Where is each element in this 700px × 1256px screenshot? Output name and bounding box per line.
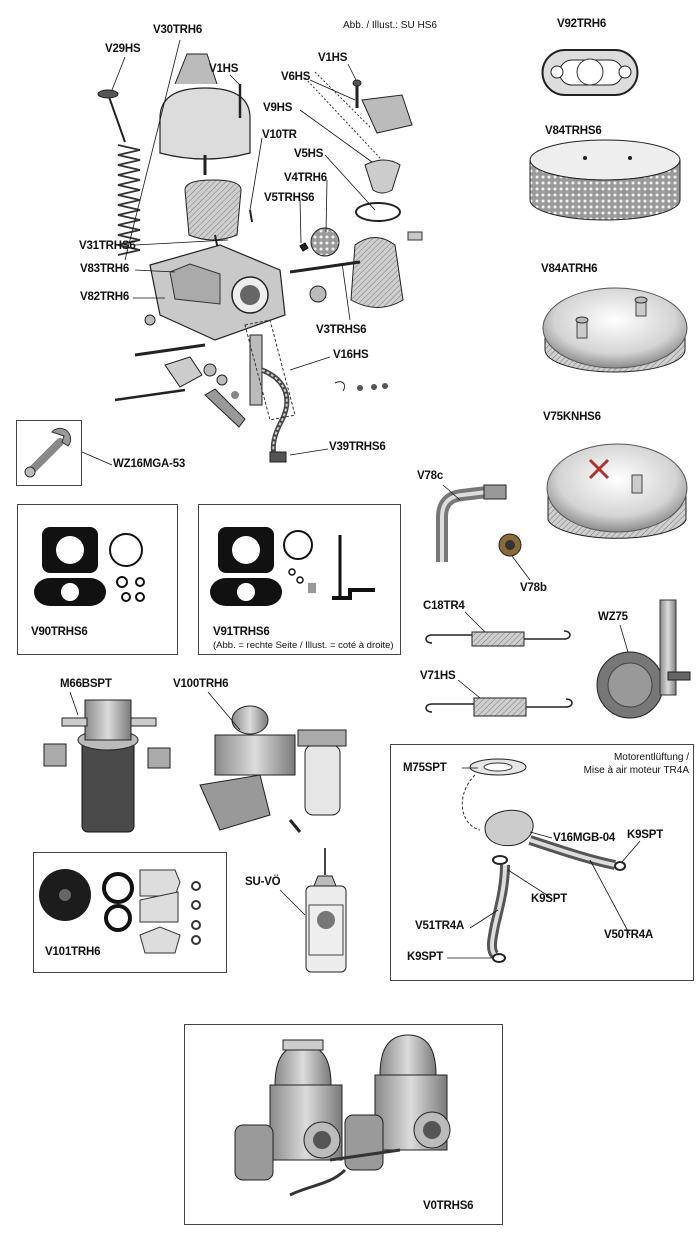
label-V29HS: V29HS xyxy=(105,43,141,55)
label-V1HS-lower: V1HS xyxy=(209,63,239,75)
label-V83TRH6: V83TRH6 xyxy=(80,263,130,275)
gasket-kit-icon xyxy=(34,527,145,606)
label-V84TRHS6: V84TRHS6 xyxy=(545,125,602,137)
spring-icon xyxy=(425,630,571,647)
label-V51TR4A: V51TR4A xyxy=(415,920,465,932)
label-K9SPT-middle: K9SPT xyxy=(531,893,568,905)
wrench-icon xyxy=(24,427,72,478)
label-V0TRHS6: V0TRHS6 xyxy=(423,1200,474,1212)
label-K9SPT-bottom: K9SPT xyxy=(407,951,444,963)
label-V31TRHS6: V31TRHS6 xyxy=(79,240,136,252)
label-V78b: V78b xyxy=(520,582,547,594)
breather-box xyxy=(390,744,694,981)
label-V100TRH6: V100TRH6 xyxy=(173,678,229,690)
diaphragm-kit-icon xyxy=(39,869,201,954)
callout-lines xyxy=(111,39,376,456)
label-V5TRHS6: V5TRHS6 xyxy=(264,192,315,204)
label-V90TRHS6: V90TRHS6 xyxy=(31,626,88,638)
label-V5HS: V5HS xyxy=(294,148,324,160)
gasket-icon xyxy=(541,49,639,96)
hose-elbow-icon xyxy=(436,484,522,562)
label-V9HS: V9HS xyxy=(263,102,293,114)
label-V30TRH6: V30TRH6 xyxy=(153,24,203,36)
label-WZ16MGA-53: WZ16MGA-53 xyxy=(113,458,186,470)
tool-wz75-icon xyxy=(596,599,691,719)
label-V75KNHS6: V75KNHS6 xyxy=(543,411,601,423)
label-SU-VO: SU-VÖ xyxy=(245,876,281,888)
twin-carb-box xyxy=(184,1024,503,1225)
label-V39TRHS6: V39TRHS6 xyxy=(329,441,386,453)
label-V10TR: V10TR xyxy=(262,129,297,141)
label-V101TRH6: V101TRH6 xyxy=(45,946,101,958)
header-caption: Abb. / Illust.: SU HS6 xyxy=(343,20,437,31)
breather-hose-icon xyxy=(461,758,626,963)
label-C18TR4: C18TR4 xyxy=(423,600,465,612)
label-V16MGB-04: V16MGB-04 xyxy=(553,832,616,844)
label-K9SPT-right: K9SPT xyxy=(627,829,664,841)
carburetor-icon xyxy=(234,1034,451,1197)
fuel-pump-m66-icon xyxy=(43,699,171,833)
label-M75SPT: M75SPT xyxy=(403,762,447,774)
label-V4TRH6: V4TRH6 xyxy=(284,172,327,184)
label-V71HS: V71HS xyxy=(420,670,456,682)
label-V91TRHS6: V91TRHS6 xyxy=(213,626,270,638)
label-M66BSPT: M66BSPT xyxy=(60,678,112,690)
label-V6HS: V6HS xyxy=(281,71,311,83)
oil-bottle-icon xyxy=(305,848,347,973)
label-V92TRH6: V92TRH6 xyxy=(557,18,607,30)
breather-caption-1: Motorentlüftung / xyxy=(613,752,689,763)
label-V82TRH6: V82TRH6 xyxy=(80,291,130,303)
fuel-pump-v100-icon xyxy=(199,705,347,833)
gasket-kit-icon xyxy=(210,527,375,606)
label-V84ATRH6: V84ATRH6 xyxy=(541,263,598,275)
air-filter-icon xyxy=(529,139,681,221)
label-V3TRHS6: V3TRHS6 xyxy=(316,324,367,336)
air-filter-chrome-icon xyxy=(542,287,688,373)
label-V1HS-upper: V1HS xyxy=(318,52,348,64)
breather-caption-2: Mise à air moteur TR4A xyxy=(583,765,689,776)
label-V78c: V78c xyxy=(417,470,444,482)
label-V50TR4A: V50TR4A xyxy=(604,929,654,941)
label-V16HS: V16HS xyxy=(333,349,369,361)
label-WZ75: WZ75 xyxy=(598,611,628,623)
v91-note: (Abb. = rechte Seite / Illust. = coté à … xyxy=(213,640,394,651)
spring-icon xyxy=(425,697,573,717)
air-filter-kn-icon xyxy=(546,443,688,539)
carburetor-exploded-diagram xyxy=(97,53,423,463)
